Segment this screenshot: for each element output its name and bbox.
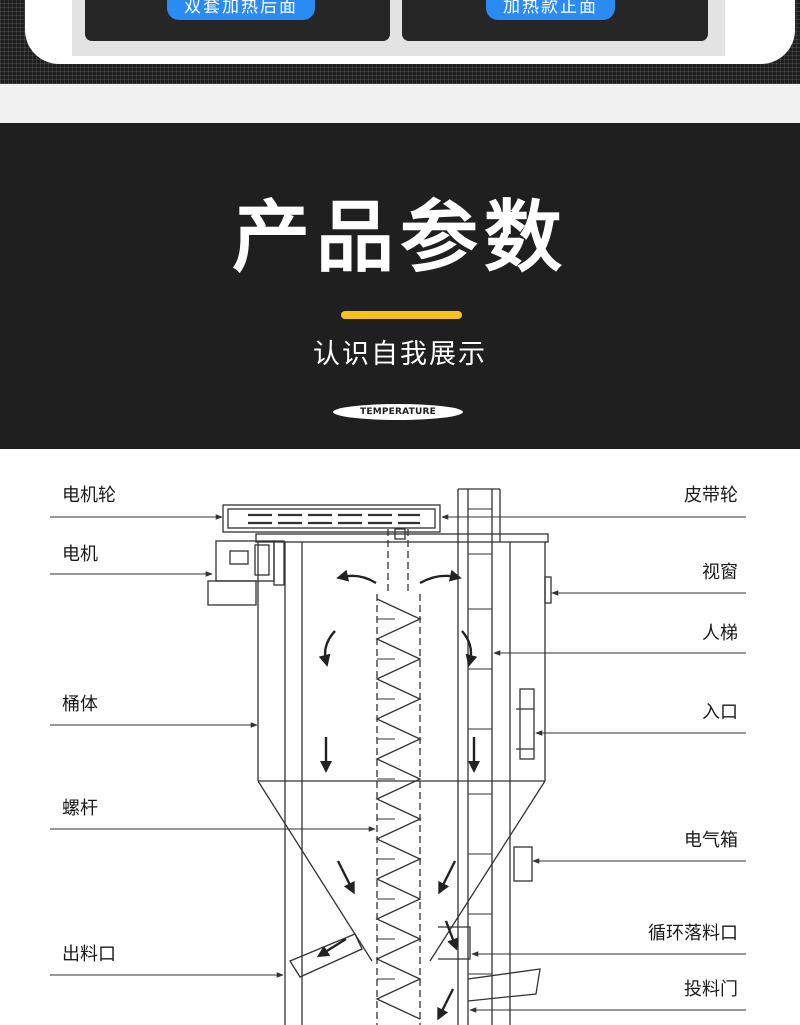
label-motor: 电机 (62, 544, 98, 565)
mixer-diagram: 电机轮 电机 桶体 螺杆 出料口 皮带轮 视窗 人梯 入口 电气箱 循环落料口 … (0, 449, 800, 1025)
mixer-drawing (50, 488, 746, 1025)
label-screw: 螺杆 (62, 798, 98, 819)
label-barrel: 桶体 (62, 694, 98, 715)
photo-panel-front: 加热款正面 (402, 0, 708, 41)
label-window: 视窗 (702, 562, 738, 583)
label-electric-box: 电气箱 (684, 830, 738, 851)
section-title: 产品参数 (231, 193, 568, 283)
label-motor-pulley: 电机轮 (62, 485, 116, 506)
label-inlet: 入口 (702, 702, 738, 723)
section-gap (0, 84, 800, 123)
section-subtitle: 认识自我展示 (313, 339, 487, 370)
params-header: 产品参数 认识自我展示 TEMPERATURE (0, 123, 800, 449)
title-underline (341, 311, 462, 319)
label-ladder: 人梯 (702, 623, 738, 644)
back-view-button[interactable]: 双套加热后面 (167, 0, 315, 20)
label-recycle-drop: 循环落料口 (648, 923, 738, 944)
label-outlet: 出料口 (62, 944, 116, 965)
label-belt-pulley: 皮带轮 (684, 485, 738, 506)
label-feed-door: 投料门 (684, 979, 738, 1000)
front-view-button[interactable]: 加热款正面 (486, 0, 615, 20)
photo-panel-back: 双套加热后面 (85, 0, 390, 41)
temperature-badge: TEMPERATURE (333, 404, 463, 420)
